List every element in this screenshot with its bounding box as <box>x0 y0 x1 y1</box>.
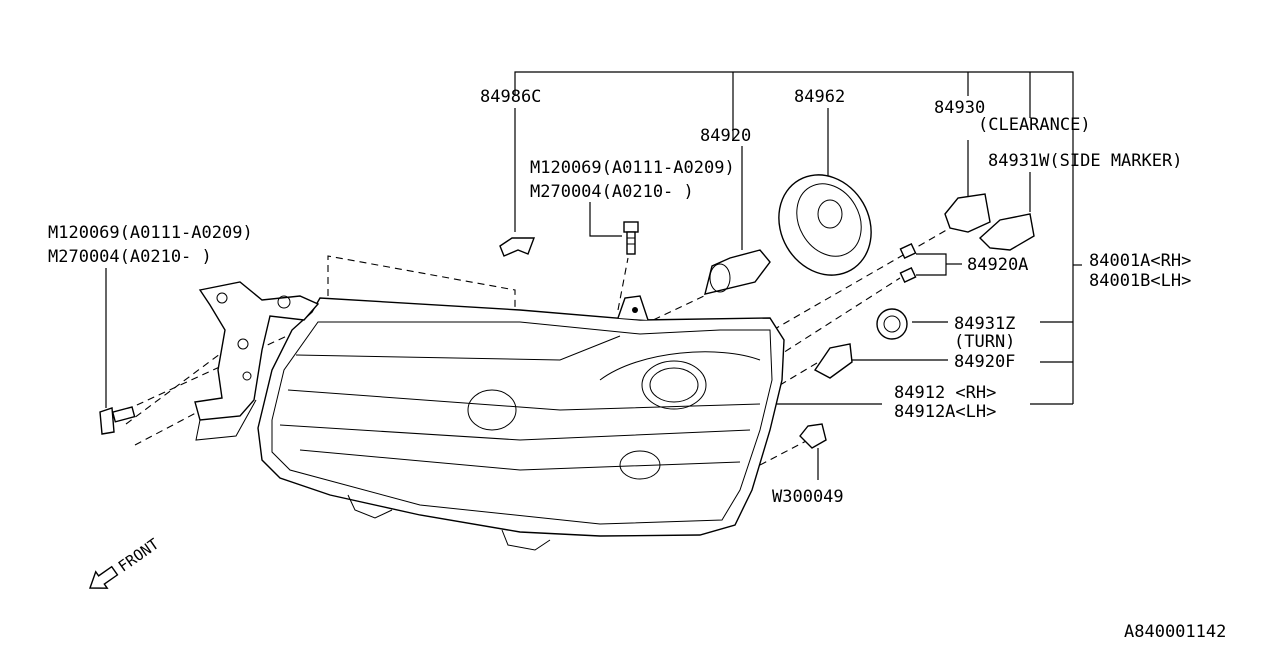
bulb-84920 <box>704 249 771 295</box>
label-bolt-left-1: M120069(A0111-A0209) <box>48 223 253 243</box>
socket-84931W <box>978 213 1035 251</box>
label-84986C: 84986C <box>480 87 541 107</box>
label-84912: 84912 <RH> <box>894 383 996 403</box>
label-84920A: 84920A <box>967 255 1028 275</box>
headlamp-assembly <box>257 295 785 551</box>
clip-W300049 <box>799 423 827 449</box>
bulb-84920F <box>813 343 853 379</box>
label-84912A: 84912A<LH> <box>894 402 996 422</box>
label-84001A: 84001A<RH> <box>1089 251 1191 271</box>
label-84920F: 84920F <box>954 352 1015 372</box>
mounting-bracket <box>194 281 320 441</box>
cover-84962 <box>778 174 872 276</box>
label-84930: 84930 <box>934 98 985 118</box>
label-W300049: W300049 <box>772 487 844 507</box>
label-84001B: 84001B<LH> <box>1089 271 1191 291</box>
leader-lines <box>105 71 1082 480</box>
label-84920: 84920 <box>700 126 751 146</box>
label-bolt-upper-1: M120069(A0111-A0209) <box>530 158 735 178</box>
label-84931W: 84931W(SIDE MARKER) <box>988 151 1182 171</box>
label-84962: 84962 <box>794 87 845 107</box>
bulb-84920A-2 <box>899 267 917 283</box>
bulb-84920A-1 <box>899 243 917 259</box>
diagram-id: A840001142 <box>1124 622 1226 640</box>
label-turn: (TURN) <box>954 332 1015 352</box>
label-bolt-upper-2: M270004(A0210- ) <box>530 182 694 202</box>
front-label: FRONT <box>115 535 162 576</box>
bolt-left <box>99 406 136 435</box>
cap-84986C <box>499 237 536 257</box>
socket-84930 <box>944 193 991 233</box>
bolt-upper <box>623 221 639 255</box>
label-clearance: (CLEARANCE) <box>978 115 1091 135</box>
socket-84931Z <box>876 308 908 340</box>
front-arrow-icon: FRONT <box>89 535 162 589</box>
label-bolt-left-2: M270004(A0210- ) <box>48 247 212 267</box>
part-labels: 84986C 84962 84930 (CLEARANCE) 84920 849… <box>48 87 1226 642</box>
label-84931Z: 84931Z <box>954 314 1015 334</box>
